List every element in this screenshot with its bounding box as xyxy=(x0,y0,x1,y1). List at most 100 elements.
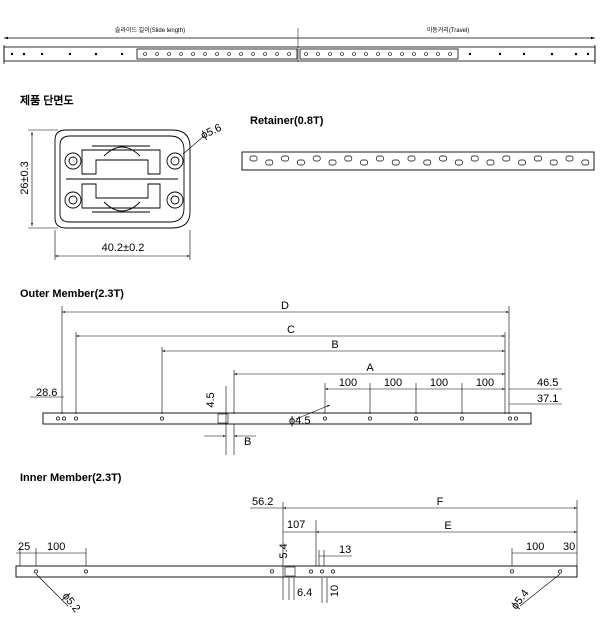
retainer-slot xyxy=(407,155,416,162)
inner-hole xyxy=(34,569,38,574)
outer-slot-height: 4.5 xyxy=(205,392,217,407)
top-ball-mark xyxy=(227,52,231,56)
top-ball-mark xyxy=(436,52,440,56)
retainer-slot xyxy=(312,155,321,162)
top-slide-assembly xyxy=(3,28,596,64)
ball-top-left xyxy=(64,152,82,170)
cross-section-title: 제품 단면도 xyxy=(20,93,74,107)
cross-width-dim: 40.2±0.2 xyxy=(102,242,145,254)
outer-hole xyxy=(414,416,418,421)
top-ball-mark xyxy=(316,52,320,56)
inner-member-title: Inner Member(2.3T) xyxy=(20,472,122,484)
top-ball-mark xyxy=(352,52,356,56)
inner-dim-10: 10 xyxy=(329,585,341,597)
inner-dim-F: F xyxy=(437,496,444,508)
inner-hole xyxy=(558,569,562,574)
cross-section-drawing xyxy=(54,129,205,229)
top-ball-mark xyxy=(167,52,171,56)
ball-bottom-right xyxy=(166,191,184,209)
top-ball-mark xyxy=(364,52,368,56)
top-ball-mark xyxy=(263,52,267,56)
inner-hole xyxy=(331,569,335,574)
retainer-slot xyxy=(549,159,558,166)
inner-hole-row xyxy=(34,566,562,577)
top-ball-mark xyxy=(376,52,380,56)
top-hole-mark xyxy=(586,52,590,56)
top-hole-mark xyxy=(120,52,124,56)
top-ball-mark xyxy=(275,52,279,56)
outer-hole xyxy=(160,416,164,421)
retainer-title: Retainer(0.8T) xyxy=(250,115,324,127)
top-outer-rail xyxy=(3,46,596,62)
inner-hole xyxy=(309,569,313,574)
retainer-slot xyxy=(281,155,289,162)
top-hole-mark xyxy=(40,52,44,56)
outer-pitch-3: 100 xyxy=(430,377,448,389)
retainer-slot-row xyxy=(249,155,590,166)
inner-dimension-lines xyxy=(16,500,578,607)
top-ball-mark xyxy=(424,52,428,56)
top-ball-mark xyxy=(287,52,291,56)
outer-dimension-lines xyxy=(30,306,562,455)
top-ball-mark xyxy=(304,52,308,56)
outer-hole xyxy=(62,416,66,421)
retainer-slot xyxy=(249,155,258,162)
outer-dim-C: C xyxy=(287,324,295,336)
outer-hole xyxy=(56,416,60,421)
inner-hole xyxy=(320,569,324,574)
top-ball-mark xyxy=(328,52,332,56)
inner-hole xyxy=(84,569,88,574)
travel-label: 이동거리(Travel) xyxy=(427,26,470,34)
top-ball-mark xyxy=(251,52,255,56)
outer-dim-B-bottom: B xyxy=(244,436,251,448)
retainer-slot xyxy=(360,159,368,166)
outer-member-title: Outer Member(2.3T) xyxy=(20,288,124,300)
inner-right-30: 30 xyxy=(563,541,575,553)
cross-height-dim: 26±0.3 xyxy=(19,161,31,195)
retainer-slot xyxy=(565,155,574,162)
ball-bottom-left xyxy=(64,191,82,209)
retainer-slot xyxy=(455,159,463,166)
ball-diameter-dim: ϕ5.6 xyxy=(199,122,224,142)
top-ball-row xyxy=(10,52,590,56)
top-hole-mark xyxy=(10,52,14,56)
outer-hole xyxy=(514,416,518,421)
inner-dim-13: 13 xyxy=(339,544,351,556)
top-ball-mark xyxy=(191,52,195,56)
top-hole-mark xyxy=(68,52,72,56)
outer-pitch-1: 100 xyxy=(339,377,357,389)
top-hole-mark xyxy=(22,52,26,56)
retainer-strip xyxy=(241,151,595,171)
outer-hole xyxy=(368,416,372,421)
top-hole-mark xyxy=(94,52,98,56)
inner-hole-left: ϕ5.2 xyxy=(60,590,83,614)
outer-pitch-2: 100 xyxy=(384,377,402,389)
retainer-slot xyxy=(423,159,432,166)
top-ball-mark xyxy=(203,52,207,56)
outer-dim-B: B xyxy=(331,339,338,351)
inner-slot xyxy=(284,566,296,577)
top-ball-mark xyxy=(448,52,452,56)
top-retainer-right xyxy=(299,48,459,60)
outer-dim-A: A xyxy=(366,362,374,374)
top-hole-mark xyxy=(498,52,502,56)
inner-hole xyxy=(510,569,514,574)
inner-rail xyxy=(15,565,578,578)
outer-right-offset-2: 37.1 xyxy=(537,393,558,405)
retainer-slot xyxy=(328,159,337,166)
top-ball-mark xyxy=(155,52,159,56)
top-ball-mark xyxy=(215,52,219,56)
retainer-slot xyxy=(376,155,384,162)
top-ball-mark xyxy=(340,52,344,56)
outer-hole xyxy=(508,416,512,421)
inner-hole xyxy=(270,569,274,574)
retainer-slot xyxy=(297,159,305,166)
inner-slot-5-4: 5.4 xyxy=(278,543,290,558)
retainer-slot xyxy=(470,155,479,162)
top-ball-mark xyxy=(179,52,183,56)
inner-offset-107: 107 xyxy=(287,519,305,531)
inner-right-pitch: 100 xyxy=(526,541,544,553)
retainer-slot xyxy=(439,155,447,162)
outer-hole-row xyxy=(56,416,518,421)
outer-slot xyxy=(217,413,229,424)
